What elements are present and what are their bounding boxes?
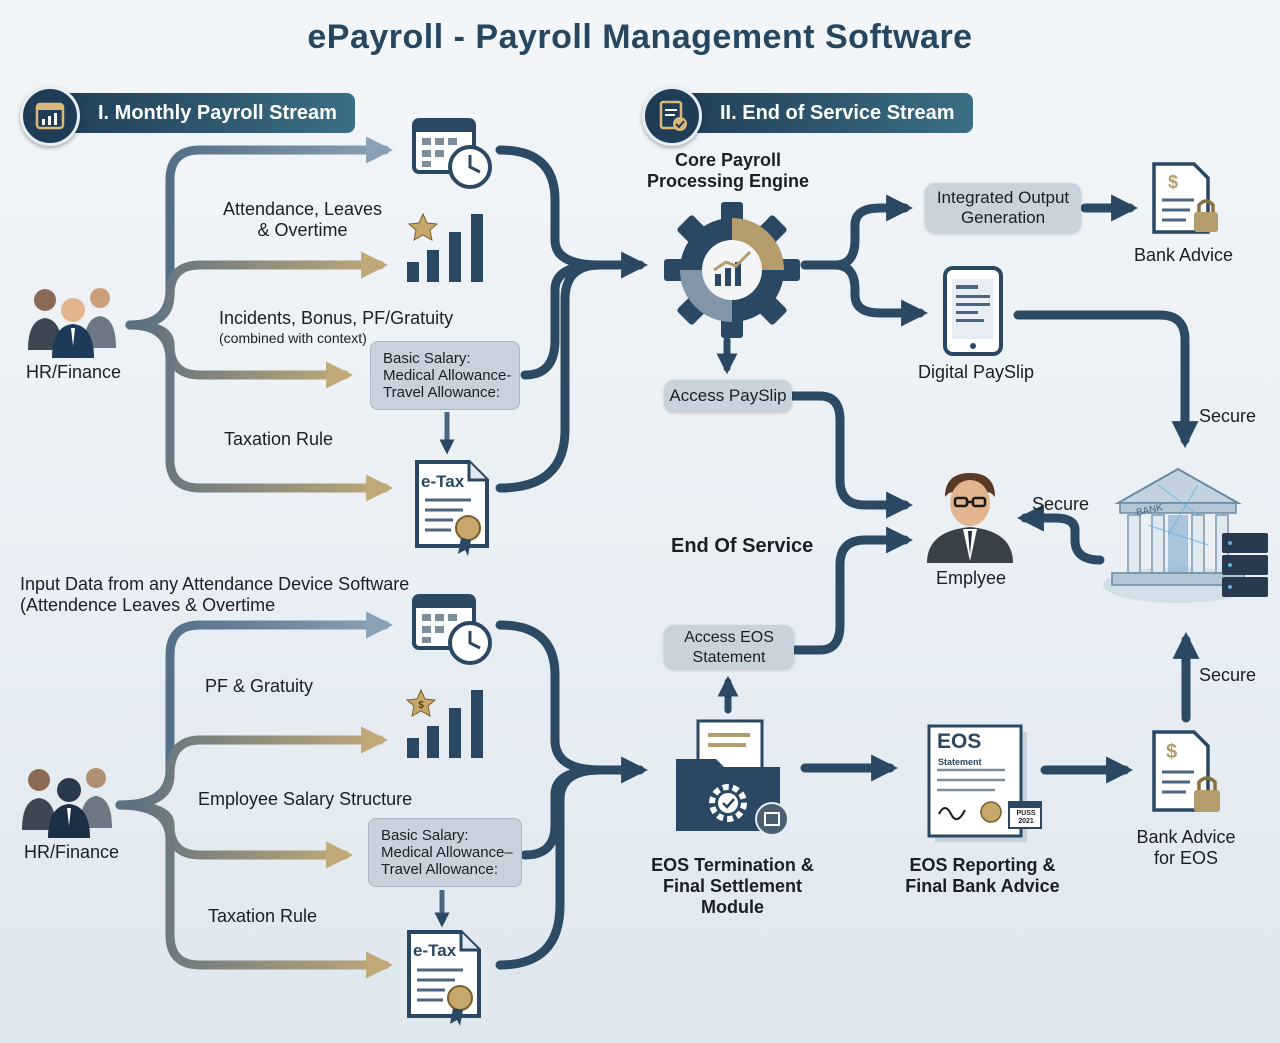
bank-advice-doc-icon: $ bbox=[1150, 160, 1225, 245]
eos-folder-gear-icon bbox=[668, 715, 798, 840]
etax-document-icon bbox=[413, 458, 493, 563]
calendar-chart-icon bbox=[20, 86, 80, 146]
calendar-clock-icon bbox=[410, 588, 495, 673]
incidents-label: Incidents, Bonus, PF/Gratuity bbox=[219, 308, 454, 328]
gear-engine-icon bbox=[662, 200, 802, 345]
end-of-service-label: End Of Service bbox=[671, 535, 814, 557]
eos-actor-label: HR/Finance bbox=[24, 842, 120, 862]
etax-label-monthly: e-Tax bbox=[421, 472, 465, 491]
bank-advice-label: Bank Advice bbox=[1134, 245, 1234, 265]
bank-advice-eos-label: Bank Advice for EOS bbox=[1136, 827, 1236, 868]
bar-chart-star-icon bbox=[403, 210, 493, 290]
bank-advice-eos-doc-icon: $ bbox=[1150, 728, 1225, 825]
taxation-label-eos: Taxation Rule bbox=[208, 906, 318, 926]
bank-building-icon bbox=[1098, 455, 1278, 630]
employee-avatar-icon bbox=[925, 465, 1015, 570]
hr-finance-people-icon bbox=[14, 760, 124, 845]
eos-termination-label: EOS Termination & Final Settlement Modul… bbox=[651, 855, 814, 917]
eos-doc-title: EOS bbox=[937, 730, 982, 753]
engine-label: Core Payroll Processing Engine bbox=[646, 150, 810, 191]
salary-line: Basic Salary: bbox=[381, 827, 469, 844]
monthly-actor-label: HR/Finance bbox=[26, 362, 122, 382]
secure-label-bottom: Secure bbox=[1199, 665, 1257, 685]
etax-document-icon bbox=[405, 928, 485, 1033]
device-input-label: Input Data from any Attendance Device So… bbox=[20, 574, 410, 615]
digital-payslip-label: Digital PaySlip bbox=[918, 362, 1035, 382]
secure-label-mid: Secure bbox=[1032, 494, 1090, 514]
monthly-merge-paths bbox=[495, 145, 649, 493]
page-title: ePayroll - Payroll Management Software bbox=[307, 18, 973, 56]
salary-line: Medical Allowance– bbox=[381, 844, 513, 861]
attendance-label: Attendance, Leaves & Overtime bbox=[222, 199, 383, 240]
eos-reporting-label: EOS Reporting & Final Bank Advice bbox=[905, 855, 1060, 896]
salary-down-arrows bbox=[434, 412, 455, 928]
svg-text:$: $ bbox=[1168, 172, 1178, 192]
tablet-payslip-icon bbox=[942, 265, 1004, 362]
taxation-label-monthly: Taxation Rule bbox=[224, 429, 334, 449]
svg-text:$: $ bbox=[418, 700, 424, 711]
bar-chart-dollar-icon: $ bbox=[403, 686, 493, 766]
eos-doc-subtitle: Statement bbox=[938, 757, 982, 767]
engine-output-paths bbox=[716, 194, 1200, 784]
calendar-clock-icon bbox=[410, 112, 495, 197]
etax-label-eos: e-Tax bbox=[413, 941, 457, 960]
eos-stream-banner: II. End of Service Stream bbox=[670, 93, 973, 133]
salary-line: Basic Salary: bbox=[383, 350, 471, 367]
employee-label: Emplyee bbox=[936, 568, 1007, 588]
salary-box-monthly: Basic Salary: Medical Allowance- Travel … bbox=[370, 341, 520, 410]
incidents-note: (combined with context) bbox=[219, 330, 367, 346]
eos-merge-paths bbox=[495, 620, 649, 970]
access-payslip-pill: Access PaySlip bbox=[664, 380, 792, 412]
integrated-output-pill: Integrated Output Generation bbox=[925, 183, 1081, 233]
eos-statement-doc-icon bbox=[925, 722, 1050, 852]
salary-line: Travel Allowance: bbox=[381, 861, 498, 878]
salary-line: Travel Allowance: bbox=[383, 384, 500, 401]
monthly-fanout-paths bbox=[125, 136, 394, 502]
salary-box-eos: Basic Salary: Medical Allowance– Travel … bbox=[368, 818, 522, 887]
svg-text:$: $ bbox=[1166, 741, 1177, 763]
pf-gratuity-label: PF & Gratuity bbox=[205, 676, 314, 696]
access-eos-statement-pill: Access EOS Statement bbox=[664, 625, 794, 669]
hr-finance-people-icon bbox=[20, 280, 130, 365]
monthly-stream-banner: I. Monthly Payroll Stream bbox=[48, 93, 355, 133]
clipboard-check-icon bbox=[642, 86, 702, 146]
salary-structure-label: Employee Salary Structure bbox=[198, 789, 413, 809]
secure-label-top: Secure bbox=[1199, 406, 1257, 426]
eos-doc-stamp: PUSS 2021 bbox=[1016, 810, 1036, 825]
eos-fanout-paths bbox=[115, 611, 394, 979]
salary-line: Medical Allowance- bbox=[383, 367, 512, 384]
